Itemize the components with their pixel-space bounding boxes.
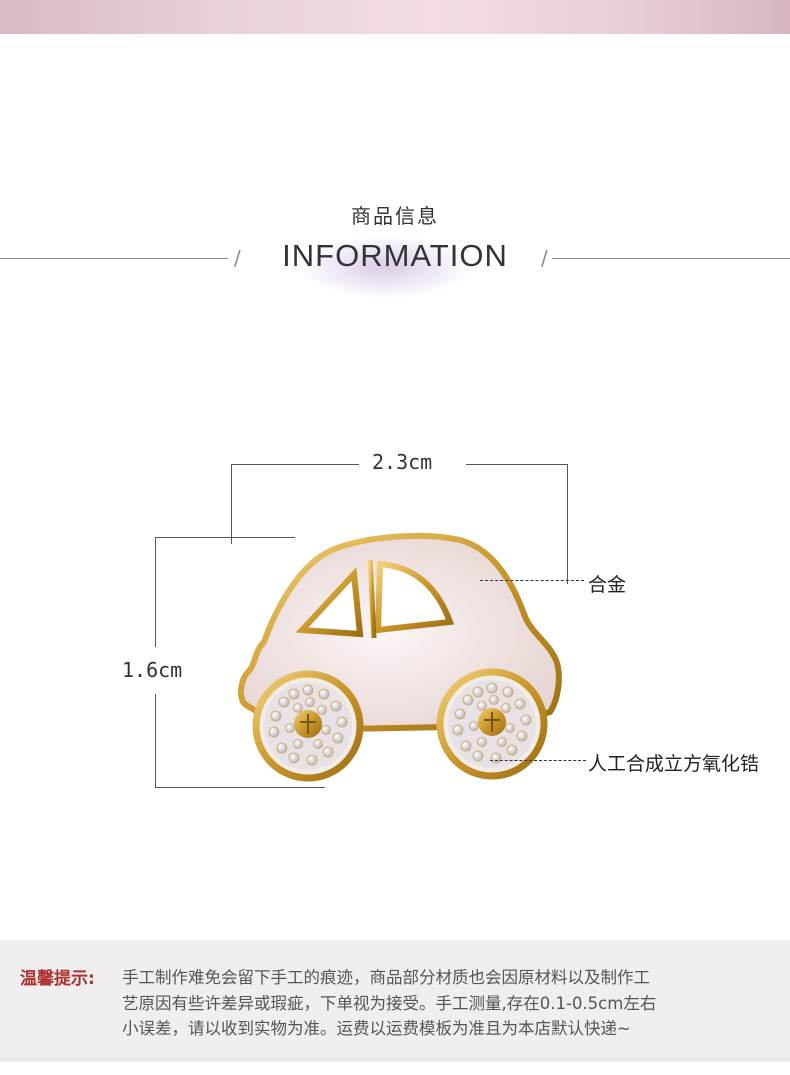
width-dim-line-left — [231, 464, 359, 465]
notice-panel — [0, 940, 790, 1062]
section-title-en: INFORMATION — [282, 238, 508, 273]
height-label: 1.6cm — [122, 658, 183, 682]
rule-slash-left: / — [234, 246, 241, 270]
notice-label: 温馨提示: — [20, 969, 95, 989]
section-title-cn: 商品信息 — [351, 204, 439, 228]
width-dim-tick-right — [567, 464, 568, 584]
callout-leader-alloy — [480, 580, 584, 582]
rule-slash-right: / — [541, 246, 548, 270]
car-door-pillar — [367, 559, 377, 639]
callout-leader-zirconia — [490, 760, 586, 762]
width-dim-tick-left — [231, 464, 232, 544]
callout-label-zirconia: 人工合成立方氧化锆 — [588, 753, 760, 775]
callout-label-alloy: 合金 — [588, 574, 627, 596]
height-dim-line-top — [155, 537, 156, 647]
car-wheel-front — [436, 668, 548, 780]
top-decorative-band — [0, 0, 790, 34]
height-dim-tick-top — [155, 537, 295, 538]
notice-line: 艺原因有些许差异或瑕疵，下单视为接受。手工测量,存在0.1-0.5cm左右 — [122, 994, 657, 1013]
notice-line: 小误差，请以收到实物为准。运费以运费模板为准且为本店默认快递~ — [122, 1019, 631, 1038]
width-dim-line-right — [466, 464, 568, 465]
height-dim-tick-bottom — [155, 787, 325, 788]
car-brooch-image — [228, 530, 588, 796]
footer-bottom-edge — [0, 1058, 790, 1062]
height-dim-line-bottom — [155, 694, 156, 788]
title-rule-left — [0, 258, 228, 259]
notice-line: 手工制作难免会留下手工的痕迹，商品部分材质也会因原材料以及制作工 — [122, 968, 650, 987]
car-wheel-rear — [252, 670, 364, 782]
car-window-front — [374, 560, 455, 634]
title-rule-right — [552, 258, 790, 259]
watercolor-accent — [300, 236, 470, 298]
car-window-rear — [295, 567, 364, 638]
width-label: 2.3cm — [372, 450, 433, 474]
